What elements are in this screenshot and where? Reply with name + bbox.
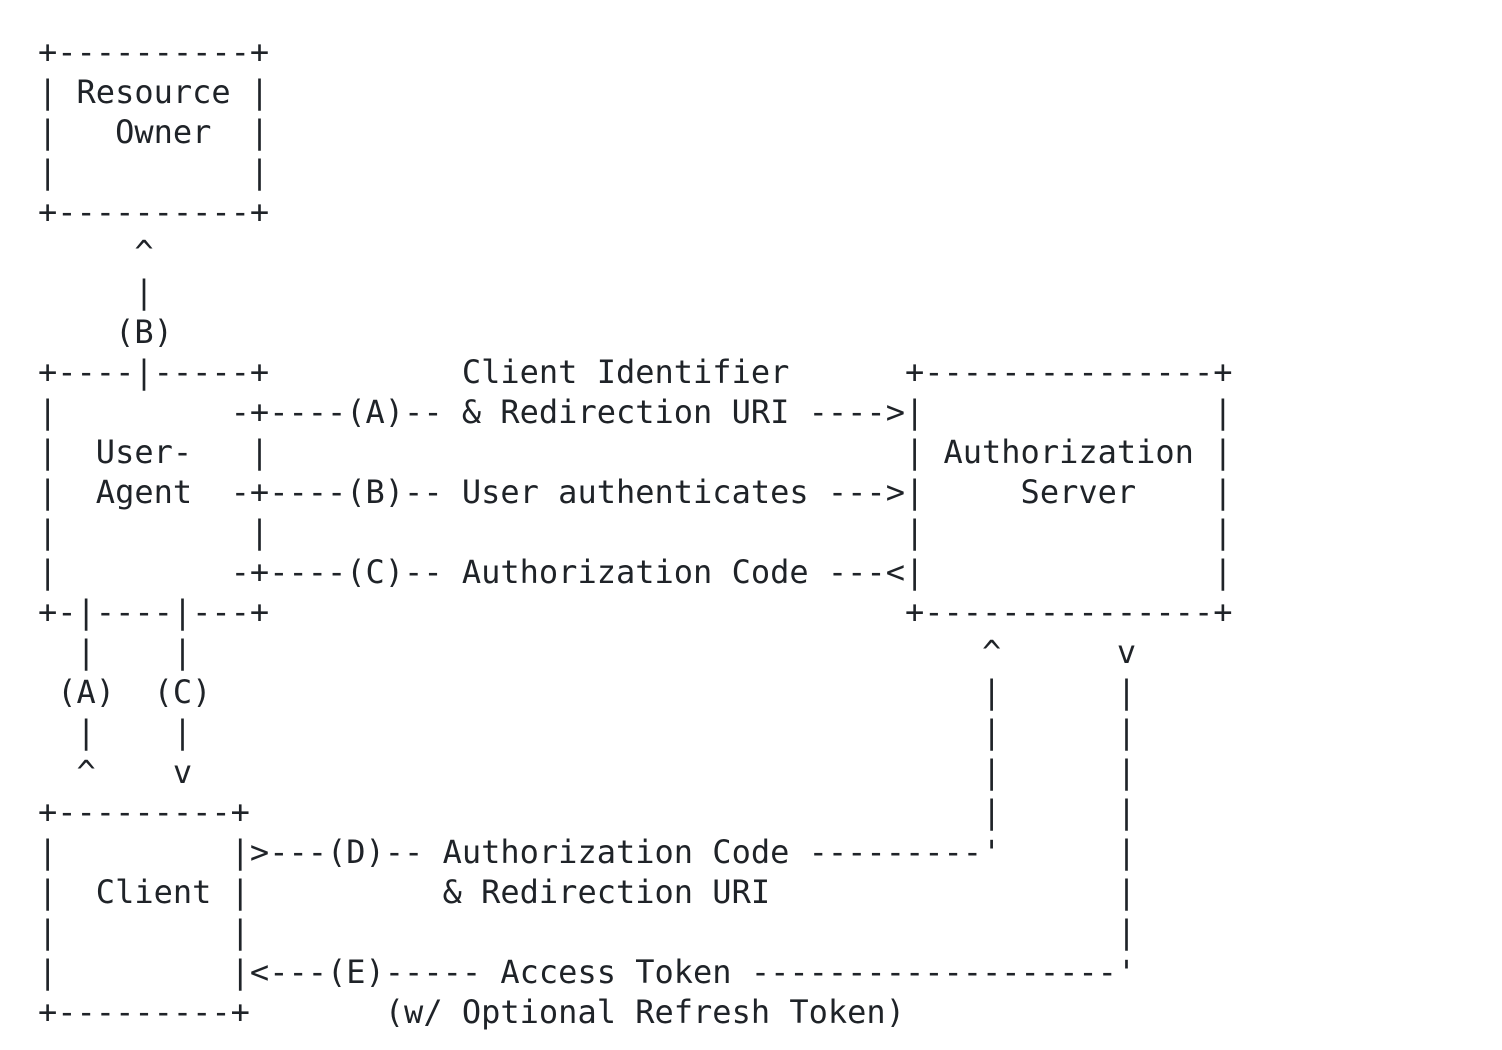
diagram-line: | | | | <box>38 713 1137 751</box>
diagram-line: | Owner | <box>38 113 270 151</box>
diagram-line: | | | <box>38 913 1137 951</box>
diagram-line: (A) (C) | | <box>38 673 1137 711</box>
diagram-line: +----------+ <box>38 33 270 71</box>
diagram-line: | | ^ v <box>38 633 1137 671</box>
diagram-line: | Agent -+----(B)-- User authenticates -… <box>38 473 1233 511</box>
diagram-line: | |>---(D)-- Authorization Code --------… <box>38 833 1137 871</box>
diagram-line: | -+----(A)-- & Redirection URI ---->| | <box>38 393 1233 431</box>
diagram-line: | |<---(E)----- Access Token -----------… <box>38 953 1137 991</box>
diagram-line: +---------+ (w/ Optional Refresh Token) <box>38 993 905 1031</box>
diagram-line: +----------+ <box>38 193 270 231</box>
diagram-line: | -+----(C)-- Authorization Code ---<| | <box>38 553 1233 591</box>
diagram-line: +----|-----+ Client Identifier +--------… <box>38 353 1233 391</box>
diagram-line: | Resource | <box>38 73 270 111</box>
diagram-line: ^ v | | <box>38 753 1137 791</box>
diagram-line: ^ <box>38 233 154 271</box>
diagram-line: | User- | | Authorization | <box>38 433 1233 471</box>
diagram-line: +-|----|---+ +---------------+ <box>38 593 1233 631</box>
diagram-line: | <box>38 273 154 311</box>
diagram-line: (B) <box>38 313 173 351</box>
authorization-code-flow-diagram: +----------+| Resource || Owner || |+---… <box>38 32 1232 1032</box>
diagram-line: | | | | <box>38 513 1233 551</box>
diagram-line: | Client | & Redirection URI | <box>38 873 1137 911</box>
diagram-line: +---------+ | | <box>38 793 1137 831</box>
diagram-line: | | <box>38 153 270 191</box>
